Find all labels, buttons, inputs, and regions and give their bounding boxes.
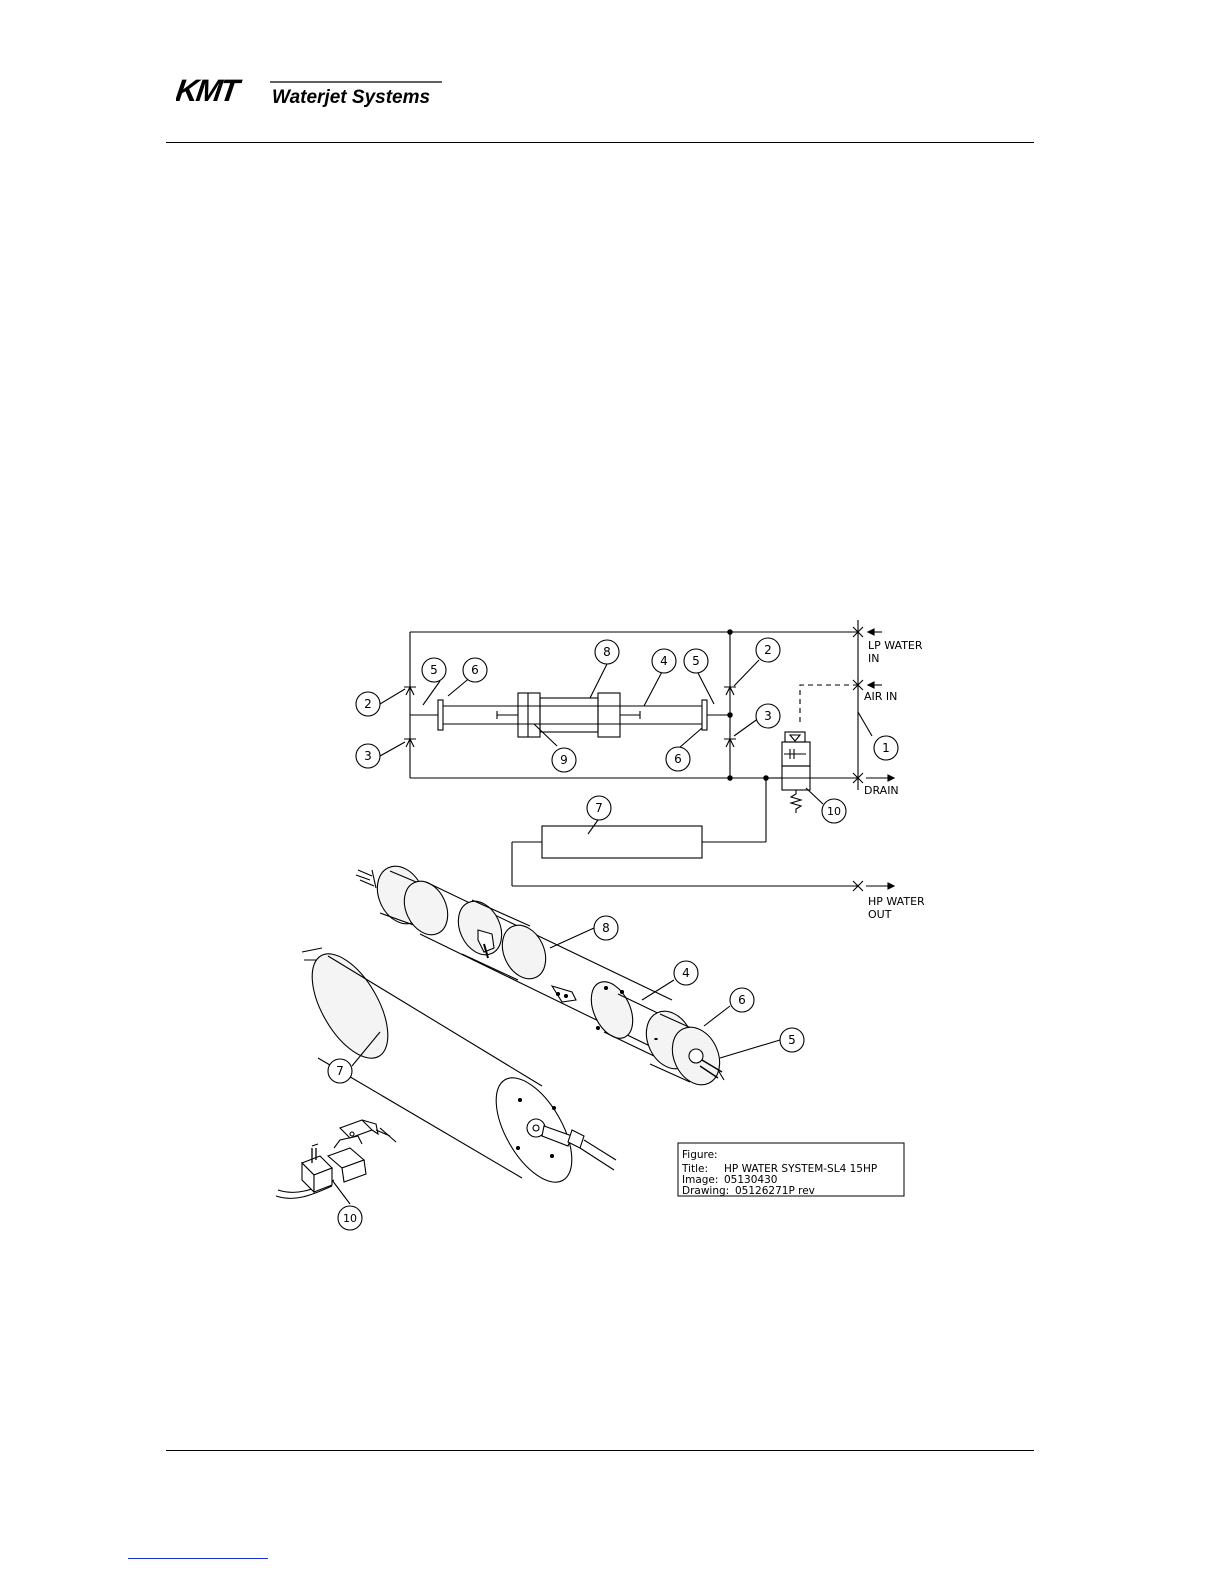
- logo-mark: KMT: [176, 76, 244, 108]
- kmt-waterjet-logo: KMT Waterjet Systems: [176, 76, 448, 110]
- port-label-lp-water: LP WATER: [868, 639, 923, 652]
- callout-8-illustration: 8: [602, 921, 610, 935]
- schematic: LP WATER IN AIR IN DRAIN HP WATER OUT: [356, 620, 925, 921]
- callout-6-left: 6: [471, 663, 479, 677]
- callout-4-schematic: 4: [660, 654, 668, 668]
- caption-figure-label: Figure:: [682, 1149, 718, 1161]
- callout-1: 1: [882, 741, 890, 755]
- callout-9: 9: [560, 753, 568, 767]
- callout-6-illustration: 6: [738, 993, 746, 1007]
- port-label-hp-water-out: OUT: [868, 908, 892, 921]
- callout-5-left: 5: [430, 663, 438, 677]
- footer-rule: [166, 1450, 1034, 1451]
- intensifier-drawing: [356, 859, 729, 1093]
- logo-text: Waterjet Systems: [272, 87, 430, 108]
- port-label-drain: DRAIN: [864, 784, 899, 797]
- solenoid-valve-drawing: [276, 1120, 396, 1198]
- caption-drawing-key: Drawing:: [682, 1185, 729, 1197]
- callout-2-right: 2: [764, 643, 772, 657]
- port-label-hp-water: HP WATER: [868, 895, 925, 908]
- callout-10-illustration: 10: [343, 1212, 357, 1225]
- hp-water-system-figure: LP WATER IN AIR IN DRAIN HP WATER OUT: [272, 608, 952, 1238]
- callout-3-right: 3: [764, 709, 772, 723]
- callout-10-schematic: 10: [827, 805, 841, 818]
- port-label-lp-water-in: IN: [868, 652, 879, 665]
- callout-4-illustration: 4: [682, 966, 690, 980]
- callout-5-illustration: 5: [788, 1033, 796, 1047]
- callout-6-right: 6: [674, 752, 682, 766]
- callout-7-schematic: 7: [595, 801, 603, 815]
- callout-5-right: 5: [692, 654, 700, 668]
- schematic-callouts: 2 3 5 6 8 4 5 2 3 9 6 1 10 7: [356, 638, 898, 834]
- port-label-air-in: AIR IN: [864, 690, 897, 703]
- caption-drawing-value: 05126271P rev: [735, 1185, 815, 1197]
- footer-link-mark: [128, 1558, 268, 1559]
- callout-7-illustration: 7: [336, 1064, 344, 1078]
- callout-2-left: 2: [364, 697, 372, 711]
- callout-8-schematic: 8: [603, 645, 611, 659]
- header-rule: [166, 142, 1034, 143]
- callout-3-left: 3: [364, 749, 372, 763]
- figure-caption-box: Figure: Title: HP WATER SYSTEM-SL4 15HP …: [678, 1143, 904, 1197]
